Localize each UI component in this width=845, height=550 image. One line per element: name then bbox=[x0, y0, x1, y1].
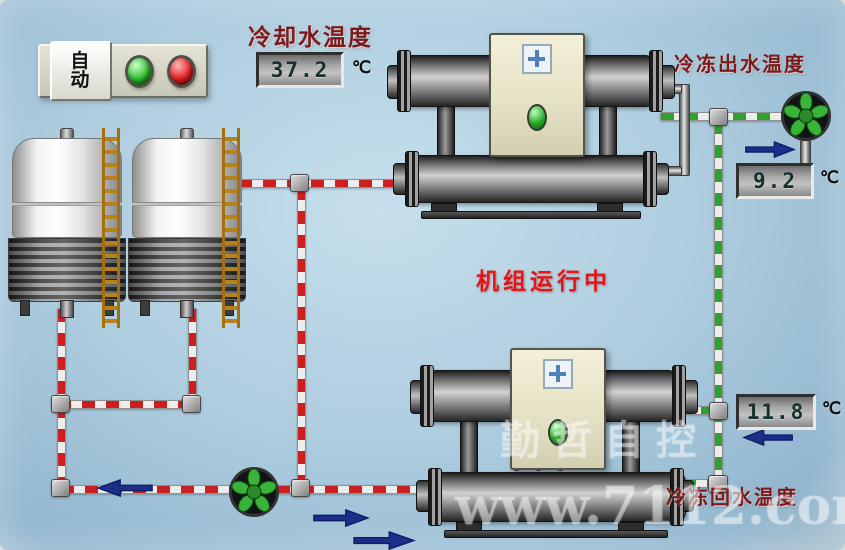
flow-arrow-right bbox=[313, 509, 370, 527]
run-indicator-led bbox=[548, 419, 568, 446]
run-indicator-led bbox=[527, 104, 547, 131]
tower-outlet bbox=[60, 300, 74, 318]
flange bbox=[643, 151, 657, 207]
flange bbox=[672, 365, 686, 427]
flange bbox=[428, 468, 442, 526]
chilled-outlet-temp-value: 9.2 bbox=[753, 169, 797, 193]
chiller-unit-2 bbox=[408, 348, 700, 540]
chiller-control-cabinet bbox=[489, 33, 585, 157]
flange bbox=[405, 151, 419, 207]
flow-arrow-right bbox=[353, 531, 416, 550]
unit-running-status: 机组运行中 bbox=[476, 268, 611, 294]
cooling-tower-1 bbox=[8, 128, 126, 328]
tower-foot bbox=[140, 300, 150, 316]
chilled-return-temp-display: 11.8 bbox=[736, 394, 816, 430]
green-indicator-lamp bbox=[124, 54, 154, 88]
cabinet-display-icon bbox=[543, 359, 573, 389]
cooling-water-temp-display: 37.2 bbox=[256, 52, 344, 88]
chilled-outlet-temp-display: 9.2 bbox=[736, 163, 814, 199]
tee-fitting bbox=[291, 479, 310, 497]
celsius-unit: ℃ bbox=[352, 58, 372, 77]
tee-fitting bbox=[709, 108, 728, 126]
chilled-return-temp-value: 11.8 bbox=[746, 400, 806, 424]
ladder-icon bbox=[102, 128, 120, 328]
pump-fan-icon bbox=[781, 91, 831, 141]
evaporator-cylinder bbox=[434, 472, 686, 522]
cooling-water-temp-value: 37.2 bbox=[270, 58, 330, 82]
celsius-unit: ℃ bbox=[822, 399, 842, 418]
flange bbox=[670, 468, 684, 526]
tee-fitting bbox=[709, 402, 728, 420]
cooling-water-pipe-riser-mid bbox=[297, 186, 306, 486]
flow-arrow-left bbox=[742, 429, 793, 446]
tee-fitting bbox=[290, 174, 309, 192]
tower-seam bbox=[132, 202, 242, 206]
chilled-water-pump bbox=[780, 90, 832, 142]
tower-seam bbox=[12, 202, 122, 206]
chiller-unit-1 bbox=[385, 33, 677, 219]
tower-outlet bbox=[180, 300, 194, 318]
chiller-base bbox=[421, 211, 641, 219]
ladder-icon bbox=[222, 128, 240, 328]
flow-arrow-left bbox=[96, 479, 153, 497]
cabinet-display-icon bbox=[522, 44, 552, 74]
red-indicator-lamp bbox=[166, 54, 196, 88]
chilled-return-temp-label: 冷冻回水温度 bbox=[666, 487, 798, 509]
cooling-water-temp-label: 冷却水温度 bbox=[248, 24, 373, 50]
elbow-fitting bbox=[182, 395, 201, 413]
celsius-unit: ℃ bbox=[820, 168, 840, 187]
cooling-tower-2 bbox=[128, 128, 246, 328]
chilled-outlet-temp-label: 冷冻出水温度 bbox=[674, 54, 806, 76]
flow-arrow-right bbox=[745, 141, 796, 158]
chiller-control-cabinet bbox=[510, 348, 606, 470]
evaporator-cylinder bbox=[411, 155, 651, 203]
tower2-outlet-riser bbox=[188, 308, 197, 408]
elbow-fitting bbox=[708, 475, 728, 493]
pump-fan-icon bbox=[229, 467, 279, 517]
chiller-base bbox=[444, 530, 668, 538]
flange bbox=[420, 365, 434, 427]
flange bbox=[397, 50, 411, 112]
elbow-fitting bbox=[51, 395, 70, 413]
chilled-water-riser bbox=[714, 120, 723, 484]
tower-foot bbox=[20, 300, 30, 316]
control-panel: 自动 bbox=[38, 41, 208, 101]
elbow-fitting bbox=[51, 479, 70, 497]
tower-header-pipe bbox=[57, 400, 197, 409]
chiller1-right-pipe bbox=[679, 84, 690, 176]
flange bbox=[649, 50, 663, 112]
cooling-water-pump bbox=[228, 466, 280, 518]
auto-button[interactable]: 自动 bbox=[50, 41, 112, 101]
